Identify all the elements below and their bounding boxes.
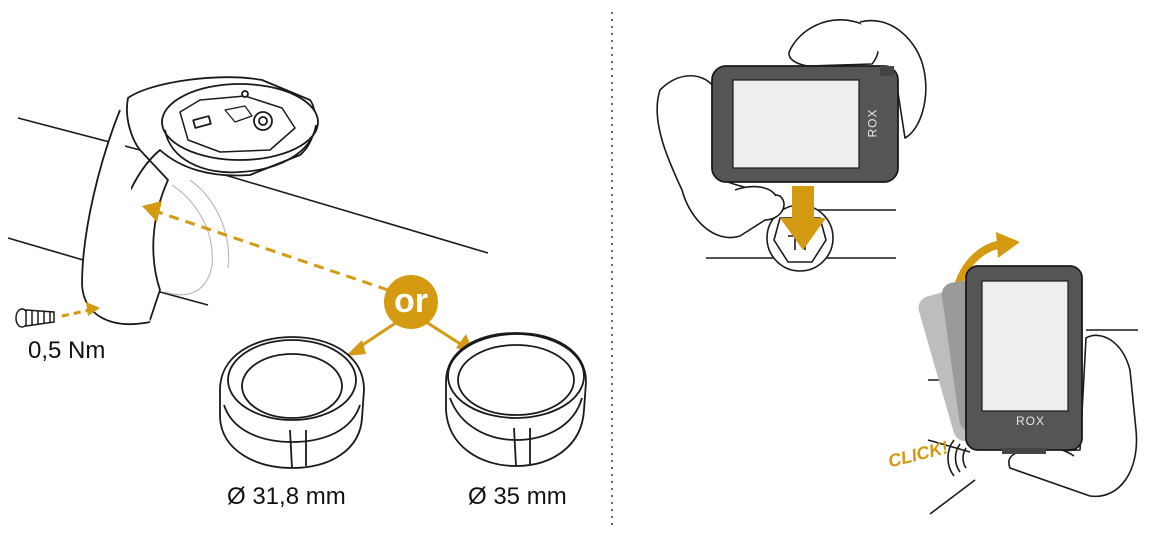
or-label: or: [394, 282, 428, 320]
bike-computer-top: [711, 65, 899, 183]
down-arrow-icon: [780, 186, 826, 250]
torque-label: 0,5 Nm: [28, 337, 106, 364]
diameter-large-label: Ø 35 mm: [468, 483, 567, 510]
shim-ring-large: [445, 332, 587, 467]
screw-icon: [15, 308, 55, 328]
screw-arrow-icon: [61, 302, 100, 318]
mount-clamp: [81, 76, 319, 326]
device-brand-label-top: ROX: [865, 108, 880, 138]
rotate-arrow-icon: [954, 232, 1020, 288]
diameter-small-label: Ø 31,8 mm: [227, 483, 346, 510]
sound-waves-icon: [947, 439, 967, 477]
hand-icon: [656, 19, 927, 239]
device-brand-label-bottom: ROX: [1016, 414, 1046, 428]
dashed-arrow-icon: [142, 201, 389, 292]
shim-ghost: [164, 179, 230, 296]
bike-computer-bottom: [965, 265, 1083, 454]
mount-lines-top: [706, 209, 896, 259]
shim-ring-small: [219, 336, 365, 469]
